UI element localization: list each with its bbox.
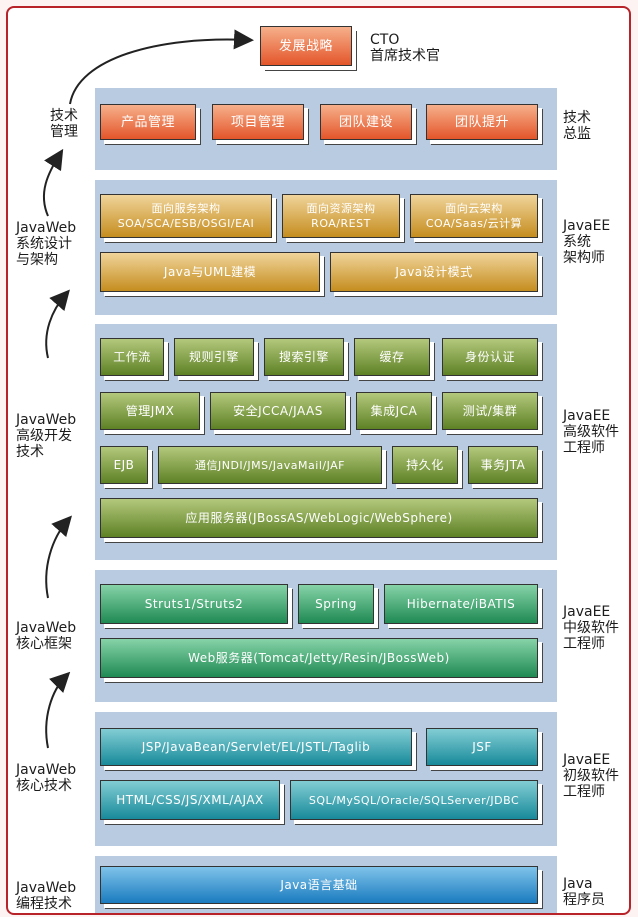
label-javaweb-core: JavaWeb 核心技术 [16,762,77,794]
box-sql: SQL/MySQL/Oracle/SQLServer/JDBC [290,780,538,820]
arrow-to-director [43,148,64,217]
box-soa: 面向服务架构 SOA/SCA/ESB/OSGI/EAI [100,194,272,238]
box-jsf: JSF [426,728,538,766]
box-roa: 面向资源架构 ROA/REST [282,194,400,238]
box-jca: 集成JCA [356,392,432,430]
box-design-patterns: Java设计模式 [330,252,538,292]
box-html: HTML/CSS/JS/XML/AJAX [100,780,280,820]
label-senior-engineer: JavaEE 高级软件 工程师 [563,408,619,456]
box-uml: Java与UML建模 [100,252,320,292]
box-test-cluster: 测试/集群 [442,392,538,430]
arrow-to-architect [45,289,70,359]
box-search-engine: 搜索引擎 [264,338,344,376]
box-web-server: Web服务器(Tomcat/Jetty/Resin/JBossWeb) [100,638,538,678]
box-team-improve: 团队提升 [426,104,538,140]
label-middle-engineer: JavaEE 中级软件 工程师 [563,604,619,652]
label-system-architect: JavaEE 系统 架构师 [563,218,611,266]
box-team-building: 团队建设 [320,104,412,140]
label-javaweb-programming: JavaWeb 编程技术 [16,880,77,912]
box-jta: 事务JTA [468,446,538,484]
box-security: 安全JCCA/JAAS [210,392,346,430]
diagram-frame: 发展战略 CTO 首席技术官 技术 管理 技术 总监 产品管理 项目管理 团队建… [6,6,631,915]
box-spring: Spring [298,584,374,624]
box-hibernate: Hibernate/iBATIS [384,584,538,624]
label-java-programmer: Java 程序员 [563,876,605,908]
box-cache: 缓存 [354,338,430,376]
box-project-mgmt: 项目管理 [212,104,304,140]
arrow-to-senior [45,515,72,599]
arrow-to-middle [45,671,71,749]
box-ejb: EJB [100,446,148,484]
box-product-mgmt: 产品管理 [100,104,196,140]
box-jsp: JSP/JavaBean/Servlet/EL/JSTL/Taglib [100,728,412,766]
label-cto: CTO 首席技术官 [370,32,440,64]
label-tech-director: 技术 总监 [563,110,591,142]
box-jmx: 管理JMX [100,392,200,430]
box-java-basics: Java语言基础 [100,866,538,904]
label-javaweb-frameworks: JavaWeb 核心框架 [16,620,77,652]
label-javaweb-advanced: JavaWeb 高级开发 技术 [16,412,77,460]
label-tech-management: 技术 管理 [50,108,78,140]
label-javaweb-architecture: JavaWeb 系统设计 与架构 [16,220,77,268]
box-persistence: 持久化 [392,446,458,484]
box-rule-engine: 规则引擎 [174,338,254,376]
box-coa: 面向云架构 COA/Saas/云计算 [410,194,538,238]
box-workflow: 工作流 [100,338,164,376]
box-app-server: 应用服务器(JBossAS/WebLogic/WebSphere) [100,498,538,538]
box-identity-auth: 身份认证 [442,338,538,376]
box-struts: Struts1/Struts2 [100,584,288,624]
box-strategy: 发展战略 [260,26,352,66]
label-junior-engineer: JavaEE 初级软件 工程师 [563,752,619,800]
box-communication: 通信JNDI/JMS/JavaMail/JAF [158,446,382,484]
